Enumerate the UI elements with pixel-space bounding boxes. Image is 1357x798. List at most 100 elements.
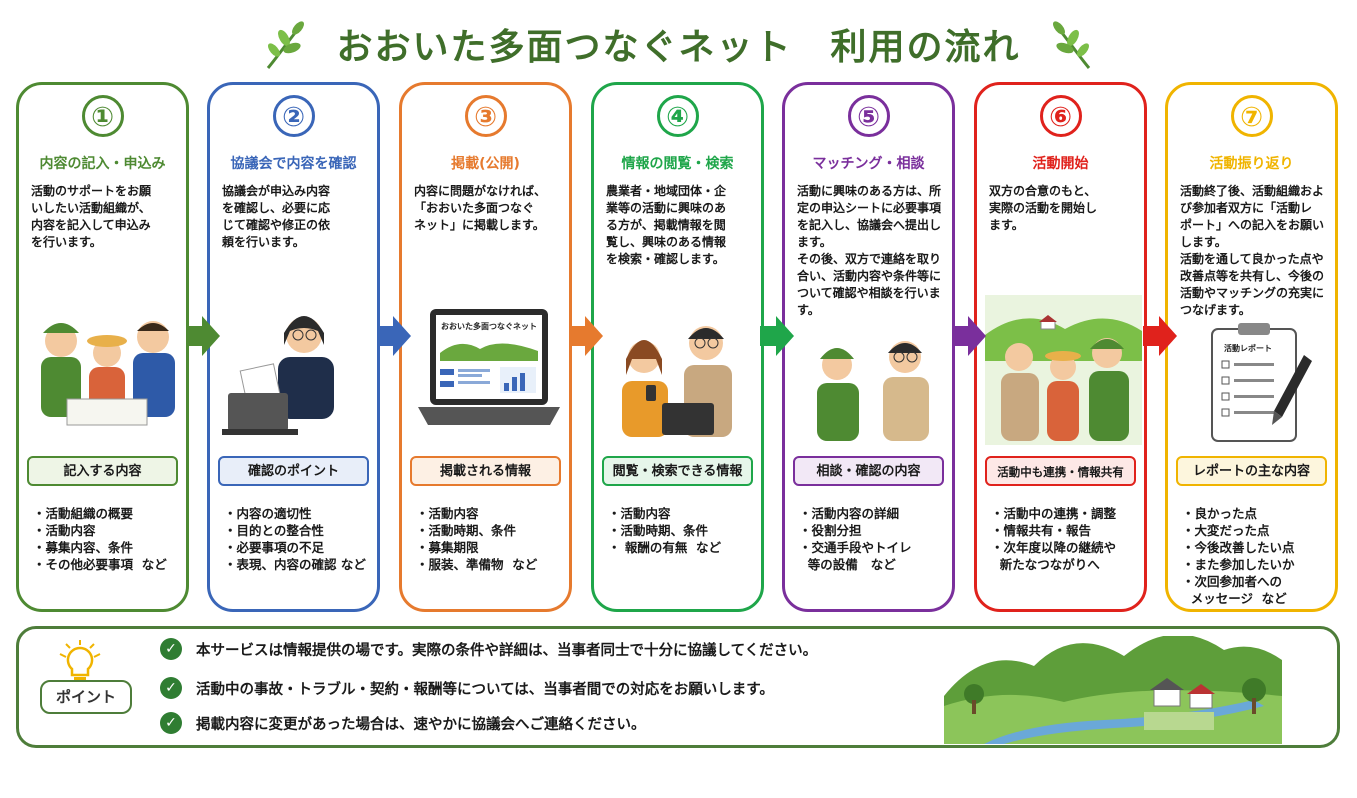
- arrow-right-icon: [569, 316, 603, 356]
- step-label: 掲載される情報: [410, 456, 561, 486]
- step-title: 掲載(公開): [451, 156, 520, 172]
- list-item: メッセージ など: [1182, 591, 1287, 606]
- step-item-list: ・活動組織の概要 ・活動内容 ・募集内容、条件 ・その他必要事項 など: [33, 505, 182, 573]
- report-clipboard-illustration: 活動レポート: [1211, 323, 1312, 442]
- step-label: 活動中も連携・情報共有: [985, 456, 1136, 486]
- step-card-5: ⑤ マッチング・相談 活動に興味のある方は、所 定の申込シートに必要事項 を記入…: [782, 82, 955, 612]
- leaf-sprig-icon: [1052, 21, 1090, 69]
- step-item-list: ・活動内容 ・活動時期、条件 ・募集期限 ・服装、準備物 など: [416, 505, 565, 573]
- report-sheet-text: 活動レポート: [1224, 343, 1272, 353]
- step-description: 活動終了後、活動組織およ び参加者双方に「活動レ ポート」への記入をお願い しま…: [1180, 184, 1325, 317]
- arrow-right-icon: [760, 316, 794, 356]
- point-note-text: 活動中の事故・トラブル・契約・報酬等については、当事者間での対応をお願いします。: [196, 681, 774, 698]
- list-item: ・活動内容: [608, 506, 671, 521]
- step-number: ①: [81, 95, 124, 137]
- step-title: 活動開始: [1032, 156, 1089, 172]
- step-number: ②: [272, 95, 315, 137]
- list-item: ・服装、準備物 など: [416, 557, 538, 572]
- step-item-list: ・活動中の連携・調整 ・情報共有・報告 ・次年度以降の継続や 新たなつながりへ: [991, 505, 1140, 573]
- list-item: ・今後改善したい点: [1182, 540, 1295, 555]
- list-item: ・表現、内容の確認 など: [224, 557, 366, 572]
- list-item: ・活動組織の概要: [33, 506, 134, 521]
- step-item-list: ・内容の適切性 ・目的との整合性 ・必要事項の不足 ・表現、内容の確認 など: [224, 505, 373, 573]
- list-item: ・その他必要事項 など: [33, 557, 167, 572]
- step-label: 相談・確認の内容: [793, 456, 944, 486]
- step-number: ⑤: [847, 95, 890, 137]
- step-card-4: ④ 情報の閲覧・検索 農業者・地域団体・企 業等の活動に興味のあ る方が、掲載情…: [591, 82, 764, 612]
- step-title: 情報の閲覧・検索: [621, 156, 734, 172]
- list-item: ・募集期限: [416, 540, 479, 555]
- rural-landscape-illustration: [944, 636, 1282, 744]
- step-title: マッチング・相談: [812, 156, 925, 172]
- point-note: ✓ 掲載内容に変更があった場合は、速やかに協議会へご連絡ください。: [160, 710, 646, 736]
- point-note-text: 掲載内容に変更があった場合は、速やかに協議会へご連絡ください。: [196, 716, 646, 733]
- step-title: 活動振り返り: [1209, 156, 1294, 172]
- step-label: 記入する内容: [27, 456, 178, 486]
- list-item: ・ 報酬の有無 など: [608, 540, 722, 555]
- step-description: 農業者・地域団体・企 業等の活動に興味のあ る方が、掲載情報を閲 覧し、興味のあ…: [606, 184, 727, 266]
- staff-reviewing-illustration: [222, 316, 334, 435]
- list-item: ・必要事項の不足: [224, 540, 325, 555]
- list-item: ・内容の適切性: [224, 506, 312, 521]
- step-card-3: ③ 掲載(公開) 内容に問題がなければ、 「おおいた多面つなぐ ネット」に掲載し…: [399, 82, 572, 612]
- farmers-filling-form-illustration: [27, 295, 184, 445]
- laptop-website-illustration: おおいた多面つなぐネット: [418, 309, 560, 425]
- list-item: 新たなつながりへ: [991, 557, 1100, 572]
- point-note: ✓ 活動中の事故・トラブル・契約・報酬等については、当事者間での対応をお願いしま…: [160, 675, 774, 701]
- point-badge: ポイント: [40, 680, 132, 714]
- arrow-right-icon: [377, 316, 411, 356]
- list-item: ・活動中の連携・調整: [991, 506, 1117, 521]
- list-item: ・良かった点: [1182, 506, 1258, 521]
- step-number: ③: [464, 95, 507, 137]
- laptop-screen-text: おおいた多面つなぐネット: [441, 321, 537, 331]
- header: おおいた多面つなぐネット 利用の流れ: [0, 12, 1357, 76]
- people-browsing-illustration: [622, 326, 732, 437]
- point-note-text: 本サービスは情報提供の場です。実際の条件や詳細は、当事者同士で十分に協議してくだ…: [196, 642, 818, 659]
- list-item: ・活動時期、条件: [416, 523, 517, 538]
- step-item-list: ・活動内容 ・活動時期、条件 ・ 報酬の有無 など: [608, 505, 757, 556]
- list-item: ・次回参加者への: [1182, 574, 1283, 589]
- list-item: ・役割分担: [799, 523, 862, 538]
- step-title: 協議会で内容を確認: [230, 156, 357, 172]
- point-note: ✓ 本サービスは情報提供の場です。実際の条件や詳細は、当事者同士で十分に協議して…: [160, 636, 817, 662]
- step-label: レポートの主な内容: [1176, 456, 1327, 486]
- leaf-sprig-icon: [267, 21, 305, 69]
- list-item: ・大変だった点: [1182, 523, 1270, 538]
- handshake-activity-illustration: [985, 295, 1142, 445]
- step-item-list: ・活動内容の詳細 ・役割分担 ・交通手段やトイレ 等の設備 など: [799, 505, 948, 573]
- page-title: おおいた多面つなぐネット 利用の流れ: [336, 27, 1021, 68]
- check-icon: ✓: [160, 677, 182, 699]
- arrow-right-icon: [186, 316, 220, 356]
- list-item: ・活動内容: [33, 523, 96, 538]
- list-item: ・交通手段やトイレ: [799, 540, 912, 555]
- lightbulb-icon: [59, 640, 101, 681]
- list-item: ・活動内容の詳細: [799, 506, 900, 521]
- step-description: 双方の合意のもと、 実際の活動を開始し ます。: [989, 184, 1098, 232]
- list-item: ・活動内容: [416, 506, 479, 521]
- step-description: 活動のサポートをお願 いしたい活動組織が、 内容を記入して申込み を行います。: [31, 184, 152, 249]
- list-item: ・目的との整合性: [224, 523, 324, 538]
- step-description: 協議会が申込み内容 を確認し、必要に応 じて確認や修正の依 頼を行います。: [222, 184, 331, 249]
- step-label: 閲覧・検索できる情報: [602, 456, 753, 486]
- step-card-7: ⑦ 活動振り返り 活動終了後、活動組織およ び参加者双方に「活動レ ポート」への…: [1165, 82, 1338, 612]
- step-description: 内容に問題がなければ、 「おおいた多面つなぐ ネット」に掲載します。: [414, 184, 547, 232]
- step-number: ⑥: [1039, 95, 1082, 137]
- list-item: ・次年度以降の継続や: [991, 540, 1117, 555]
- step-description: 活動に興味のある方は、所 定の申込シートに必要事項 を記入し、協議会へ提出し ま…: [797, 184, 942, 317]
- step-number: ⑦: [1230, 95, 1273, 137]
- step-card-1: ① 内容の記入・申込み 活動のサポートをお願 いしたい活動組織が、 内容を記入し…: [16, 82, 189, 612]
- consultation-illustration: [817, 341, 929, 441]
- list-item: ・また参加したいか: [1182, 557, 1295, 572]
- step-card-6: ⑥ 活動開始 双方の合意のもと、 実際の活動を開始し ます。 活動中も連携・情報…: [974, 82, 1147, 612]
- step-item-list: ・良かった点 ・大変だった点 ・今後改善したい点 ・また参加したいか ・次回参加…: [1182, 505, 1331, 607]
- list-item: ・情報共有・報告: [991, 523, 1092, 538]
- check-icon: ✓: [160, 712, 182, 734]
- step-title: 内容の記入・申込み: [39, 156, 166, 172]
- arrow-right-icon: [952, 316, 986, 356]
- list-item: 等の設備 など: [799, 557, 896, 572]
- list-item: ・募集内容、条件: [33, 540, 134, 555]
- list-item: ・活動時期、条件: [608, 523, 709, 538]
- step-number: ④: [656, 95, 699, 137]
- arrow-right-icon: [1143, 316, 1177, 356]
- step-card-2: ② 協議会で内容を確認 協議会が申込み内容 を確認し、必要に応 じて確認や修正の…: [207, 82, 380, 612]
